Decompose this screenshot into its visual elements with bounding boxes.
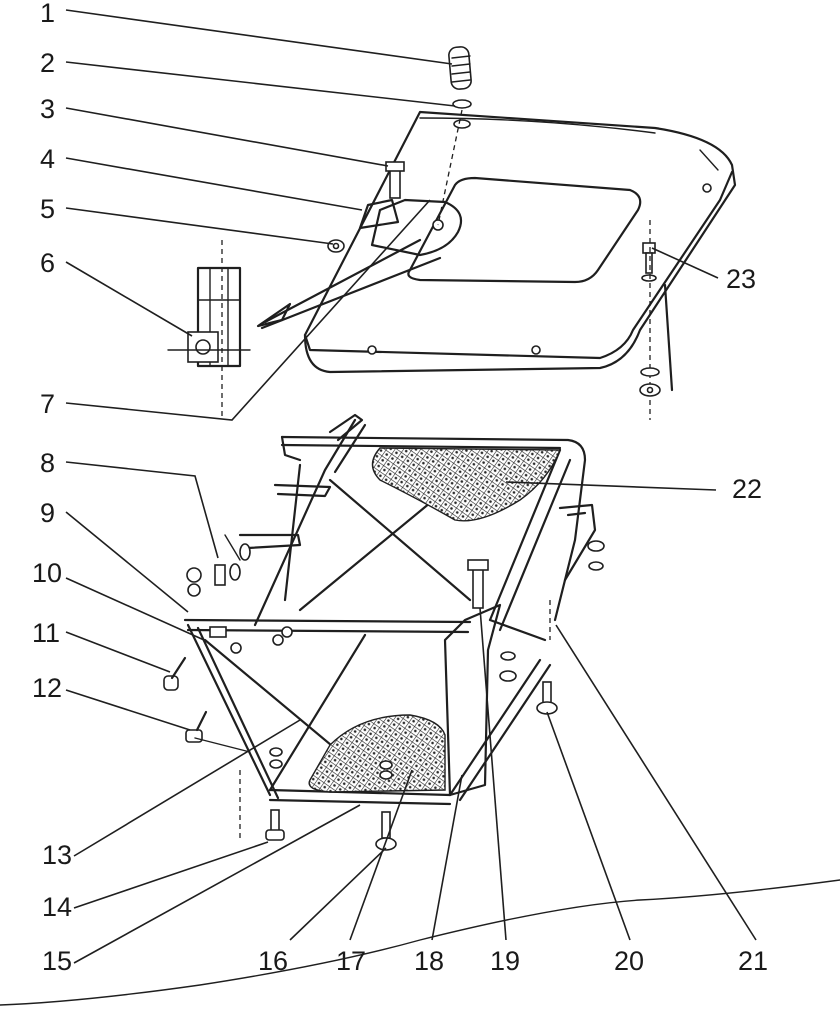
leader-lines bbox=[65, 9, 757, 964]
ground-line bbox=[0, 879, 840, 1006]
callout-6: 6 bbox=[40, 248, 55, 278]
nut-part bbox=[327, 239, 345, 253]
callout-2: 2 bbox=[40, 48, 55, 78]
callout-4: 4 bbox=[40, 144, 55, 174]
callout-11: 11 bbox=[32, 618, 60, 648]
right-fastener-stack bbox=[639, 220, 674, 420]
callout-21: 21 bbox=[738, 946, 768, 976]
callout-20: 20 bbox=[614, 946, 644, 976]
callout-14: 14 bbox=[42, 892, 72, 922]
washer-part bbox=[437, 99, 472, 226]
callout-5: 5 bbox=[40, 194, 55, 224]
bracket-part bbox=[358, 198, 400, 230]
bolt-part bbox=[385, 161, 405, 199]
frame-fasteners bbox=[163, 534, 605, 851]
callout-7: 7 bbox=[40, 389, 55, 419]
callout-15: 15 bbox=[42, 946, 72, 976]
callout-18: 18 bbox=[414, 946, 444, 976]
grip-knob-part bbox=[448, 46, 472, 90]
callout-1: 1 bbox=[40, 0, 55, 28]
callout-12: 12 bbox=[32, 673, 62, 703]
cover-lid bbox=[303, 110, 737, 374]
callout-17: 17 bbox=[336, 946, 366, 976]
callout-23: 23 bbox=[726, 264, 756, 294]
callout-16: 16 bbox=[258, 946, 288, 976]
callout-8: 8 bbox=[40, 448, 55, 478]
callout-9: 9 bbox=[40, 498, 55, 528]
upper-mesh-panel bbox=[371, 447, 562, 522]
callout-19: 19 bbox=[490, 946, 520, 976]
callout-13: 13 bbox=[42, 840, 72, 870]
lower-mesh-panel bbox=[308, 714, 446, 793]
callouts: 1 2 3 4 5 6 7 8 9 10 11 12 13 14 15 16 1… bbox=[32, 0, 768, 976]
callout-22: 22 bbox=[732, 474, 762, 504]
mounting-post bbox=[167, 240, 251, 420]
callout-10: 10 bbox=[32, 558, 62, 588]
callout-3: 3 bbox=[40, 94, 55, 124]
direction-arrow bbox=[256, 238, 442, 330]
